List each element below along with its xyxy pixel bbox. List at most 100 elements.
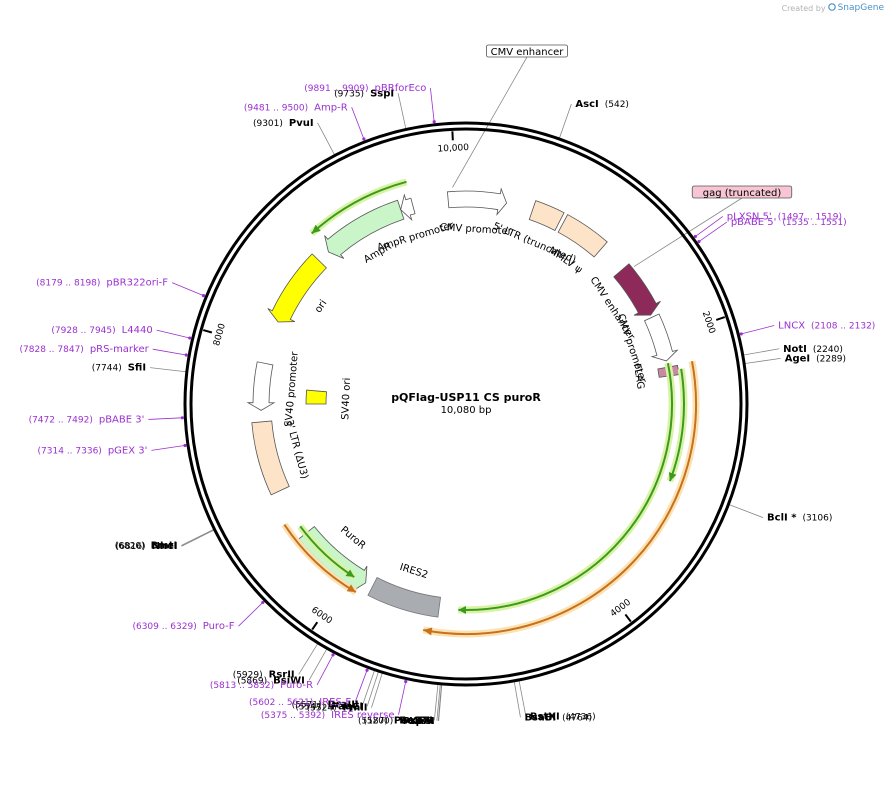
credit-text: Created by	[781, 3, 826, 13]
feature-ampr-promoter	[400, 193, 416, 222]
leader-line	[308, 648, 328, 681]
leader-line	[433, 684, 439, 721]
leader-line	[148, 417, 185, 420]
primer-pbr322ori-f: pBR322ori-F (8179 .. 8198)	[36, 278, 168, 289]
enzyme-name: RsrII	[269, 669, 295, 680]
feature-label-ori: ori	[313, 298, 329, 315]
feature-cmv-enhancer	[613, 263, 661, 316]
tick-mark	[202, 329, 213, 334]
primer-name: pBABE 5'	[731, 217, 777, 228]
leader-line	[745, 357, 781, 364]
primer-mark	[693, 234, 697, 239]
site-ecori: EcoRI(5200)	[363, 715, 430, 726]
leader-line	[181, 529, 214, 546]
enzyme-name: NheI	[152, 541, 178, 552]
orf-arrow	[423, 361, 697, 635]
primer-name: IRES-F	[319, 697, 351, 708]
primer-range: (5813 .. 5832)	[210, 681, 274, 691]
primer-range: (5602 .. 5621)	[249, 698, 313, 708]
enzyme-position: (2289)	[816, 354, 846, 364]
primer-mark	[188, 336, 192, 340]
primer-name: IRES reverse	[331, 710, 394, 721]
backbone	[183, 121, 749, 687]
enzyme-name: PvuI	[289, 118, 314, 129]
primer-mark	[183, 443, 187, 448]
enzyme-position: (9301)	[253, 119, 283, 129]
site-agei: AgeI(2289)	[785, 353, 846, 364]
enzyme-name: PspXI	[403, 716, 435, 727]
backbone-inner	[189, 127, 743, 681]
site-paqci: PaqCI(5547)	[295, 701, 363, 712]
primer-range: (1535 .. 1551)	[782, 218, 846, 228]
enzyme-name: SspI	[370, 88, 394, 99]
enzyme-position: (2240)	[813, 345, 843, 355]
tick-mark	[311, 621, 319, 631]
primer-mark	[432, 120, 436, 124]
primer-range: (7828 .. 7847)	[20, 345, 84, 355]
feature-label-cmv-promoter: CMV promoter	[440, 222, 513, 237]
enzyme-name: BclI *	[767, 513, 797, 524]
feature-sv40-promoter	[246, 361, 276, 411]
orf-arrow	[311, 180, 407, 235]
feature-ampr	[324, 199, 405, 259]
enzyme-name: XhoI	[409, 716, 434, 727]
orf-arrow	[458, 362, 673, 611]
feature-label-ires2: IRES2	[398, 562, 429, 581]
primer-puro-f: Puro-F(6309 .. 6329)	[132, 621, 234, 632]
enzyme-name: BmtI	[151, 541, 178, 552]
tick-label: 10,000	[437, 143, 469, 155]
leader-line	[559, 103, 572, 139]
primer-name: pBR322ori-F	[106, 278, 168, 289]
primer-range: (8179 .. 8198)	[36, 279, 100, 289]
primer-range: (2108 .. 2132)	[811, 322, 875, 332]
leader-line	[317, 122, 335, 155]
enzyme-name: PaeR7I	[394, 716, 433, 727]
leader-line	[238, 600, 265, 627]
plasmid-name: pQFlag-USP11 CS puroR	[391, 391, 541, 404]
primer-name: Puro-R	[280, 680, 313, 691]
feature-ires2	[367, 576, 441, 618]
enzyme-position: (3106)	[802, 514, 832, 524]
orf-arrow	[283, 523, 357, 593]
snapgene-credit: Created by SnapGene	[782, 3, 884, 13]
primer-name: LNCX	[778, 321, 805, 332]
site-pvui: PvuI (9301)	[253, 118, 314, 129]
primer-range: (9481 .. 9500)	[244, 103, 308, 113]
feature-label-puror: PuroR	[338, 524, 367, 551]
orf-arrows	[281, 178, 700, 638]
boxed-label-frame	[485, 44, 568, 58]
primer-amp-r: Amp-R (9481 .. 9500)	[244, 102, 348, 113]
tick-mark	[715, 316, 726, 321]
primer-name: Amp-R	[314, 102, 348, 113]
leader-line	[171, 282, 206, 297]
leader-line	[316, 652, 335, 686]
primer-ires-reverse: IRES reverse(5375 .. 5392)	[261, 710, 395, 721]
primer-mark	[331, 653, 335, 657]
primer-range: (7314 .. 7336)	[38, 446, 102, 456]
leader-line	[697, 221, 728, 244]
site-paer7i: PaeR7I(5187)	[358, 716, 433, 727]
tick-label: 4000	[609, 597, 634, 619]
tick-label: 6000	[309, 605, 334, 626]
backbone-outer	[183, 121, 749, 687]
primer-l4440: L4440(7928 .. 7945)	[51, 325, 152, 336]
feature-mmlv	[557, 214, 608, 258]
primer-mark	[184, 353, 188, 357]
site-xhoi: XhoI	[409, 716, 434, 727]
snapgene-logo-icon	[827, 3, 836, 13]
enzyme-position: (4764)	[562, 713, 592, 723]
site-bsabi: BsaBI(4764)	[524, 712, 592, 723]
orf-arrowhead	[345, 569, 355, 578]
boxed-label-cmv-enhancer: CMV enhancer	[491, 47, 565, 58]
site-bmti: BmtI(6820)	[115, 541, 177, 552]
plasmid-size: 10,080 bp	[441, 405, 492, 416]
primer-name: pBRforEco	[375, 83, 427, 94]
primer-name: pLXSN 5'	[727, 211, 772, 222]
feature-ori	[267, 253, 327, 323]
site-noti: NotI(2240)	[783, 344, 843, 355]
leader-line	[298, 643, 318, 675]
enzyme-name: DraIII	[328, 700, 359, 711]
leader-line	[151, 444, 188, 451]
enzyme-position: (6816)	[116, 542, 146, 552]
